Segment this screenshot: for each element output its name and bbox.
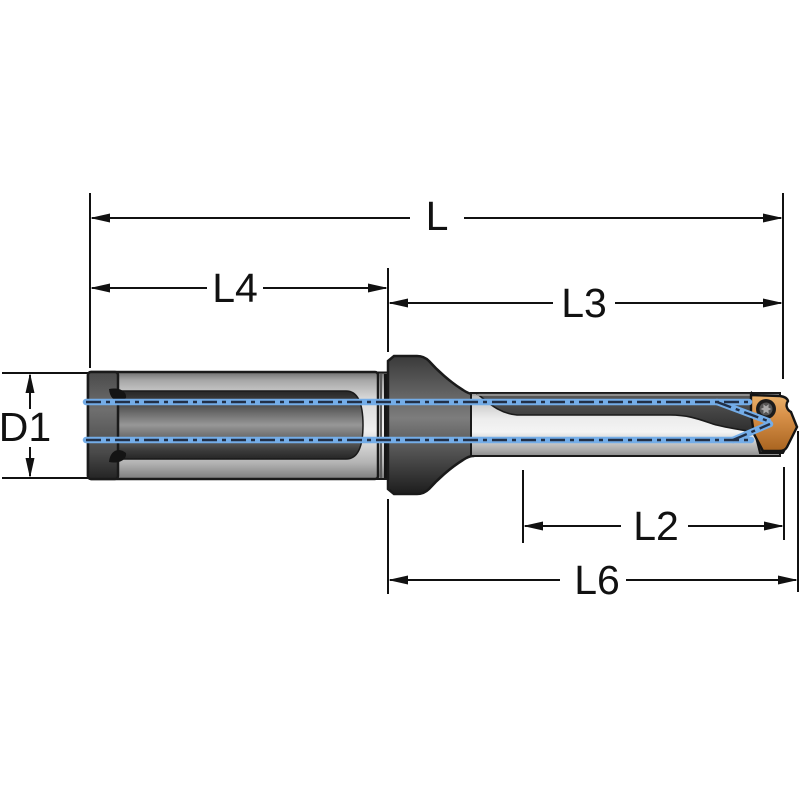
arrow-left-icon (388, 575, 408, 585)
dimension-label-l: L (426, 193, 449, 239)
dimension-label-l3: L3 (561, 280, 607, 326)
coolant-dash-bottom-branch (732, 422, 771, 442)
dimension-label-d1: D1 (0, 404, 51, 450)
shank-end-cap (86, 370, 120, 481)
arrow-right-icon (764, 521, 784, 531)
extension-lines (2, 193, 799, 594)
shank-notch-bottom (109, 450, 127, 463)
dimension-label-l6: L6 (574, 557, 620, 603)
arrow-up-icon (25, 373, 35, 393)
arrow-right-icon (368, 283, 388, 293)
arrow-down-icon (25, 458, 35, 478)
dimension-l3: L3 (388, 280, 783, 326)
arrow-left-icon (523, 521, 543, 531)
shank-notch-top (109, 388, 127, 401)
coolant-dash-top-branch (716, 400, 769, 423)
arrow-right-icon (763, 213, 783, 223)
dimension-label-l4: L4 (212, 265, 258, 311)
dimension-label-l2: L2 (633, 503, 679, 549)
dimension-d1: D1 (0, 373, 51, 478)
arrow-right-icon (778, 575, 798, 585)
dimension-l: L (90, 193, 783, 239)
arrow-left-icon (388, 298, 408, 308)
dimension-l2: L2 (523, 503, 784, 549)
dimension-l4: L4 (90, 265, 388, 311)
torx-star-icon (760, 404, 772, 414)
dimension-l6: L6 (388, 557, 798, 603)
coolant-channels (82, 398, 774, 444)
coolant-lines-dash (86, 400, 771, 442)
arrow-right-icon (763, 298, 783, 308)
arrow-left-icon (90, 283, 110, 293)
arrow-left-icon (90, 213, 110, 223)
